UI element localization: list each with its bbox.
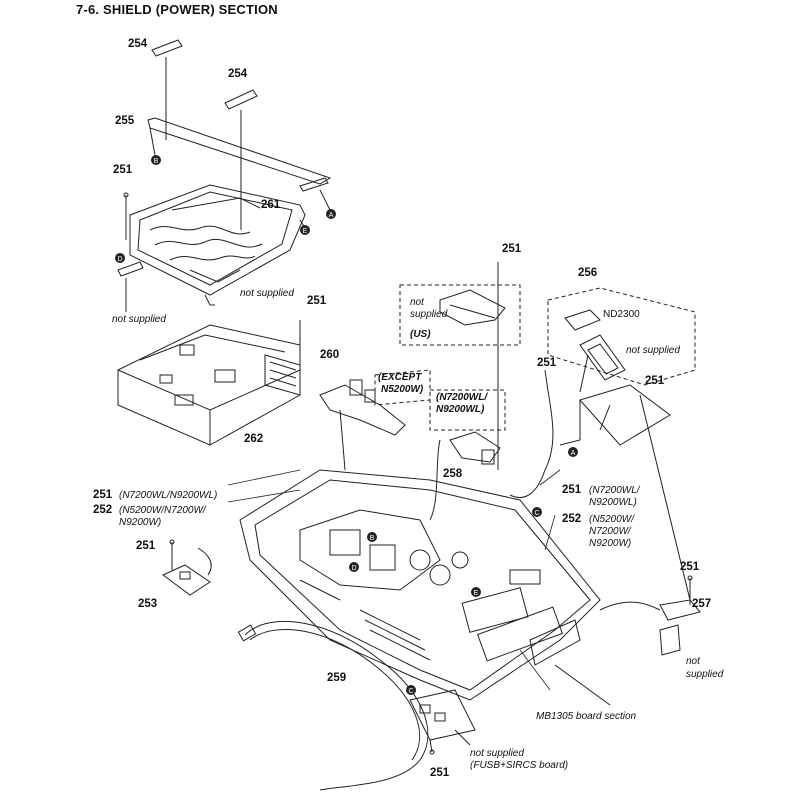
marker-a-top: A: [326, 209, 336, 219]
label-257: 257: [692, 598, 711, 610]
marker-d-mid: D: [349, 562, 359, 572]
label-251-a: 251: [113, 164, 133, 176]
note-252-b-2: N7200W/: [589, 526, 632, 537]
label-nd2300: ND2300: [603, 309, 640, 320]
note-not-supplied-4: not supplied: [470, 748, 524, 759]
note-us: (US): [410, 329, 431, 340]
note-n7200-1: (N7200WL/: [436, 392, 488, 403]
label-256: 256: [578, 267, 597, 279]
note-251-g-2: N9200WL): [589, 497, 637, 508]
note-252-b-1: (N5200W/: [589, 514, 635, 525]
note-252-a-2: N9200W): [119, 517, 161, 528]
note-not-1: not: [410, 297, 425, 308]
mb1305-board: [239, 469, 611, 706]
note-251-f: (N7200WL/N9200WL): [119, 490, 217, 501]
label-260: 260: [320, 349, 339, 361]
svg-text:C: C: [534, 510, 539, 517]
svg-text:D: D: [351, 565, 356, 572]
label-254-b: 254: [228, 68, 248, 80]
fusb-board: [409, 689, 476, 755]
marker-d-top: D: [115, 253, 125, 263]
note-252-a-1: (N5200W/N7200W/: [119, 505, 207, 516]
label-258: 258: [443, 468, 463, 480]
cable-259: [237, 620, 429, 791]
board-253: [162, 539, 212, 596]
label-255: 255: [115, 115, 135, 127]
chassis-262: [117, 320, 301, 446]
label-251-j: 251: [430, 767, 450, 779]
svg-text:A: A: [571, 450, 576, 457]
svg-text:E: E: [303, 228, 308, 235]
note-not-supplied-1: not supplied: [240, 288, 294, 299]
tape-254-b: [224, 89, 258, 110]
svg-text:B: B: [370, 535, 375, 542]
label-251-c: 251: [307, 295, 327, 307]
board-260: [319, 369, 431, 471]
label-251-b: 251: [502, 243, 522, 255]
part-257: [599, 575, 701, 656]
note-mb-section: MB1305 board section: [536, 711, 637, 722]
label-254-a: 254: [128, 38, 148, 50]
note-fusb: (FUSB+SIRCS board): [470, 760, 568, 771]
note-except-1: (EXCEPT: [378, 372, 422, 383]
board-256: [509, 287, 696, 601]
page-title: 7-6. SHIELD (POWER) SECTION: [76, 2, 278, 17]
svg-text:B: B: [154, 158, 159, 165]
marker-c-bottom: C: [406, 685, 416, 695]
label-251-i: 251: [680, 561, 700, 573]
marker-e-top: E: [300, 225, 310, 235]
label-252-a: 252: [93, 504, 112, 516]
label-251-g: 251: [562, 484, 582, 496]
svg-text:D: D: [117, 256, 122, 263]
label-261: 261: [261, 199, 281, 211]
reference-markers: B A E D A C B D E C: [115, 155, 578, 695]
label-252-b: 252: [562, 513, 581, 525]
note-supplied-1: supplied: [410, 309, 448, 320]
marker-e-mid: E: [471, 587, 481, 597]
note-supplied-2: supplied: [686, 669, 724, 680]
label-251-h: 251: [136, 540, 156, 552]
label-262: 262: [244, 433, 263, 445]
shield-tray: [129, 184, 306, 296]
label-253: 253: [138, 598, 157, 610]
tape-254-a: [151, 39, 183, 57]
note-except-2: N5200W): [381, 384, 424, 395]
marker-b-mid: B: [367, 532, 377, 542]
note-n7200-2: N9200WL): [436, 404, 485, 415]
label-251-e: 251: [645, 375, 665, 387]
label-251-d: 251: [537, 357, 557, 369]
shield-plate-top: [117, 39, 332, 312]
svg-text:C: C: [408, 688, 413, 695]
part-258: [429, 389, 506, 521]
label-251-f: 251: [93, 489, 113, 501]
svg-text:E: E: [474, 590, 479, 597]
part-labels: 254 254 255 251 261 251 251 256 ND2300 2…: [93, 38, 711, 779]
us-bracket: [399, 262, 521, 470]
bracket-255: [147, 117, 332, 185]
marker-a-right: A: [568, 447, 578, 457]
note-251-g-1: (N7200WL/: [589, 485, 641, 496]
notes: not supplied not supplied not supplied (…: [112, 288, 724, 771]
note-not-2: not: [686, 656, 701, 667]
label-259: 259: [327, 672, 346, 684]
note-not-supplied-3: not supplied: [626, 345, 680, 356]
note-not-supplied-2: not supplied: [112, 314, 166, 325]
marker-b-top: B: [151, 155, 161, 165]
leader-lines: [227, 469, 561, 691]
marker-c-right: C: [532, 507, 542, 517]
svg-text:A: A: [329, 212, 334, 219]
note-252-b-3: N9200W): [589, 538, 631, 549]
